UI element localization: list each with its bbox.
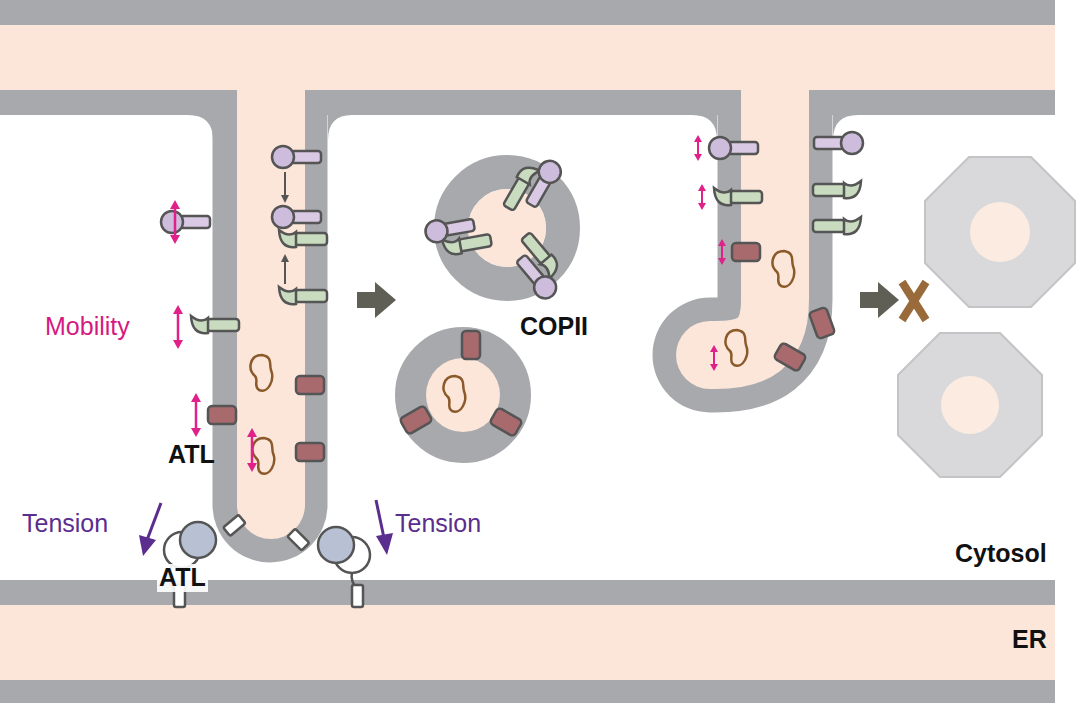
atl-tether-part — [223, 515, 245, 536]
copii-vesicle-part-part — [424, 214, 476, 244]
copii-vesicle — [424, 149, 572, 303]
tubule-proteins — [709, 132, 863, 372]
coated-vesicle-part — [898, 333, 1042, 477]
tension-arrows-part — [147, 503, 161, 540]
er-illustration-part — [237, 85, 305, 115]
tubule-proteins-part — [208, 406, 236, 424]
tubule-proteins-part — [814, 132, 863, 154]
copii-vesicle-part-part — [512, 251, 560, 303]
tubule-proteins-part — [279, 287, 327, 304]
tubule-proteins-part — [272, 146, 321, 168]
tubule-proteins-part — [714, 188, 762, 205]
coated-vesicle — [898, 333, 1042, 477]
tubule-proteins-part — [809, 307, 835, 339]
tubule-proteins — [161, 146, 327, 474]
tension-arrows-part — [376, 533, 393, 555]
copii-vesicle-part — [501, 149, 565, 222]
protein-label: ATL — [157, 564, 208, 592]
blocked-cross — [902, 282, 926, 320]
force-label: Tension — [395, 510, 481, 538]
tubule-proteins-part — [279, 230, 327, 247]
mobility-arrows-part — [694, 135, 702, 161]
copii-vesicle-part — [426, 358, 500, 432]
tubule-proteins-part — [281, 195, 289, 203]
coated-vesicle — [925, 157, 1075, 307]
tubule-proteins-part — [284, 172, 286, 197]
tubule-proteins-part — [813, 181, 861, 198]
mobility-arrows-part — [173, 305, 183, 349]
tension-arrows — [139, 500, 393, 556]
tubule-proteins-part — [251, 355, 273, 391]
tubule-lumen — [237, 60, 305, 505]
process-arrow — [357, 282, 396, 318]
tension-arrows-part — [376, 500, 384, 538]
atl-tether-part — [180, 522, 216, 558]
tubule-proteins-part — [191, 316, 239, 333]
atl-tether — [164, 515, 370, 607]
tubule-proteins-part — [296, 443, 324, 461]
er-tubule — [213, 60, 328, 505]
atl-tether-part — [318, 527, 354, 563]
coated-vesicle-part — [970, 202, 1030, 262]
copii-vesicle-part — [444, 376, 466, 412]
tubule-proteins-part — [726, 330, 748, 366]
mobility-arrows — [170, 135, 726, 472]
tubule-proteins-part — [272, 206, 321, 228]
copii-vesicle-part — [424, 211, 493, 259]
copii-vesicle-part — [462, 331, 480, 359]
mobility-arrows-part — [698, 184, 706, 210]
tubule-proteins-part — [813, 217, 861, 234]
tubule-proteins-part — [709, 137, 758, 159]
tubule-proteins-part — [161, 211, 210, 233]
atl-tether-part — [287, 529, 309, 551]
mobility-arrows-part — [191, 393, 201, 437]
er-sheet-membrane — [0, 580, 1055, 703]
er-sheet-membrane — [0, 0, 1055, 115]
protein-label: ATL — [168, 441, 215, 469]
tubule-proteins-part — [732, 243, 760, 261]
atl-tether-part — [352, 585, 363, 607]
copii-vesicle-part-part — [521, 157, 565, 210]
tubule-proteins-part — [296, 376, 324, 394]
mobility-arrows-part — [718, 239, 726, 265]
er-illustration-part — [741, 85, 809, 115]
vesicle-label: COPII — [520, 313, 588, 341]
mobility-arrows-part — [710, 345, 718, 371]
compartment-label: Cytosol — [955, 540, 1047, 568]
tubule-proteins-part — [284, 260, 286, 284]
blocked-cross-part — [902, 282, 926, 320]
mobility-arrows-part — [247, 428, 257, 472]
tubule-proteins-part — [281, 254, 289, 262]
coated-vesicle-part — [941, 376, 999, 434]
copii-vesicle — [399, 331, 522, 447]
force-label: Tension — [22, 510, 108, 538]
mobility-arrows-part — [170, 200, 180, 244]
mobility-label: Mobility — [45, 313, 130, 341]
copii-vesicle-part — [489, 407, 522, 437]
tubule-proteins-part — [773, 251, 795, 287]
copii-vesicle-part — [399, 405, 432, 435]
er-sheet-lumen — [0, 25, 1055, 90]
compartment-label: ER — [1012, 626, 1047, 654]
process-arrow — [860, 282, 899, 318]
copii-vesicle-part — [503, 231, 572, 303]
blocked-cross-part — [902, 282, 926, 320]
tubule-proteins-part — [253, 438, 275, 474]
tension-arrows-part — [139, 535, 156, 556]
tubule-proteins-part — [773, 342, 806, 372]
coated-vesicle-part — [925, 157, 1075, 307]
er-sheet-lumen — [0, 605, 1055, 680]
